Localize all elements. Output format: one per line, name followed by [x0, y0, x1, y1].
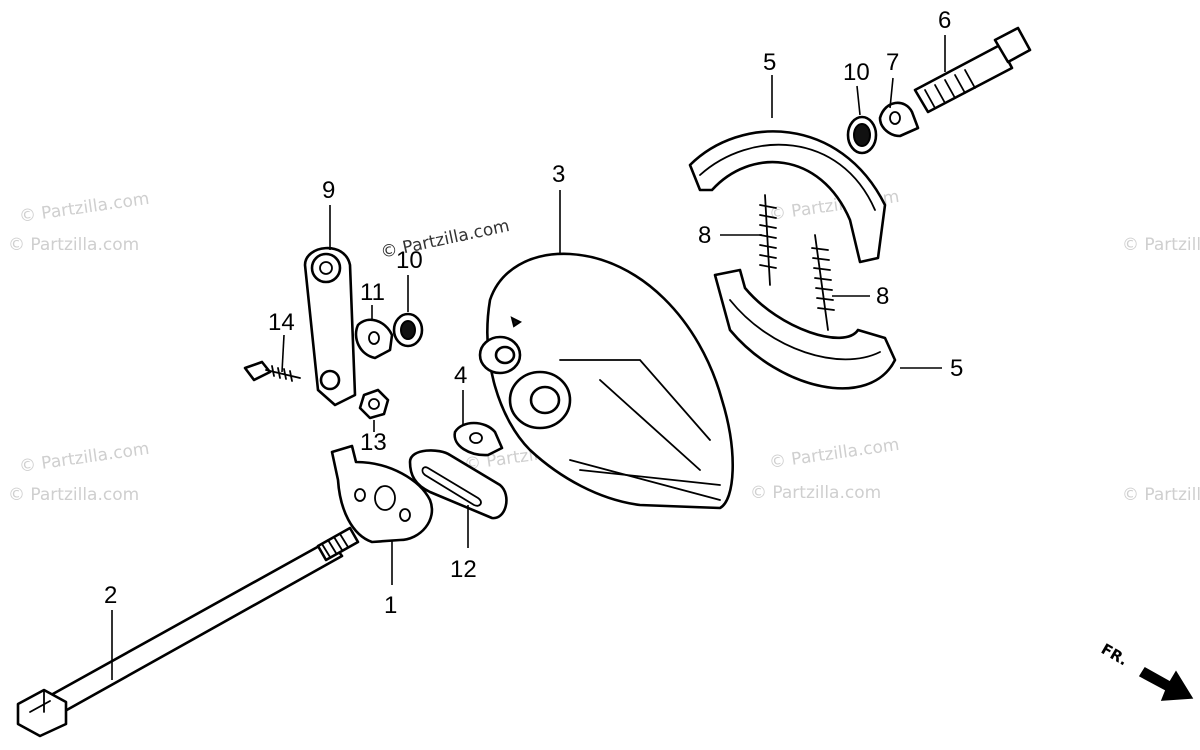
spring-part-lower [811, 234, 835, 331]
brake-panel-part [478, 252, 734, 510]
callout-9: 9 [322, 177, 335, 204]
callout-5-upper: 5 [763, 49, 776, 76]
washer-plate-part-4 [453, 421, 504, 457]
gasket-plate-part-12 [408, 449, 508, 520]
callout-8-right: 8 [876, 283, 889, 310]
seal-part-left [392, 312, 424, 348]
callout-2: 2 [104, 582, 117, 609]
watermark: © Partzilla.com [1122, 485, 1200, 505]
brake-cam-part [913, 26, 1032, 114]
washer-part-7 [878, 101, 920, 138]
callout-7: 7 [886, 49, 899, 76]
brake-shoe-lower-part [713, 268, 897, 390]
callout-10-left: 10 [396, 247, 423, 274]
watermark: © Partzilla.com [18, 189, 151, 227]
callout-3: 3 [552, 161, 565, 188]
seal-part-upper [846, 115, 878, 155]
leader-lines [111, 35, 946, 680]
callout-13: 13 [360, 429, 387, 456]
callout-12: 12 [450, 556, 477, 583]
bolt-part-14 [243, 360, 301, 382]
indicator-plate-part [330, 444, 434, 544]
callout-11: 11 [360, 279, 385, 306]
callout-8-left: 8 [698, 222, 711, 249]
callout-10-upper: 10 [843, 59, 870, 86]
front-direction-arrow-icon [1138, 666, 1194, 701]
axle-part [16, 526, 360, 738]
watermark: © Partzilla.com [8, 235, 139, 255]
watermark: © Partzilla.com [750, 483, 881, 503]
watermark: © Partzilla.com [1122, 235, 1200, 255]
brake-arm-part [303, 246, 357, 407]
nut-part-13 [358, 388, 390, 420]
watermark: © Partzilla.com [18, 439, 151, 477]
spring-part-upper [759, 194, 777, 286]
callout-5-lower: 5 [950, 355, 963, 382]
watermark: © Partzilla.com [8, 485, 139, 505]
watermark: © Partzilla.com [768, 435, 901, 473]
plate-part-11 [354, 318, 394, 360]
callout-6: 6 [938, 7, 951, 34]
callout-1: 1 [384, 592, 397, 619]
front-direction-label: FR. [1098, 640, 1131, 669]
front-direction-marker: FR. [1098, 640, 1194, 701]
callout-14: 14 [268, 309, 295, 336]
callout-4: 4 [454, 362, 467, 389]
brake-shoe-upper-part [688, 130, 887, 264]
